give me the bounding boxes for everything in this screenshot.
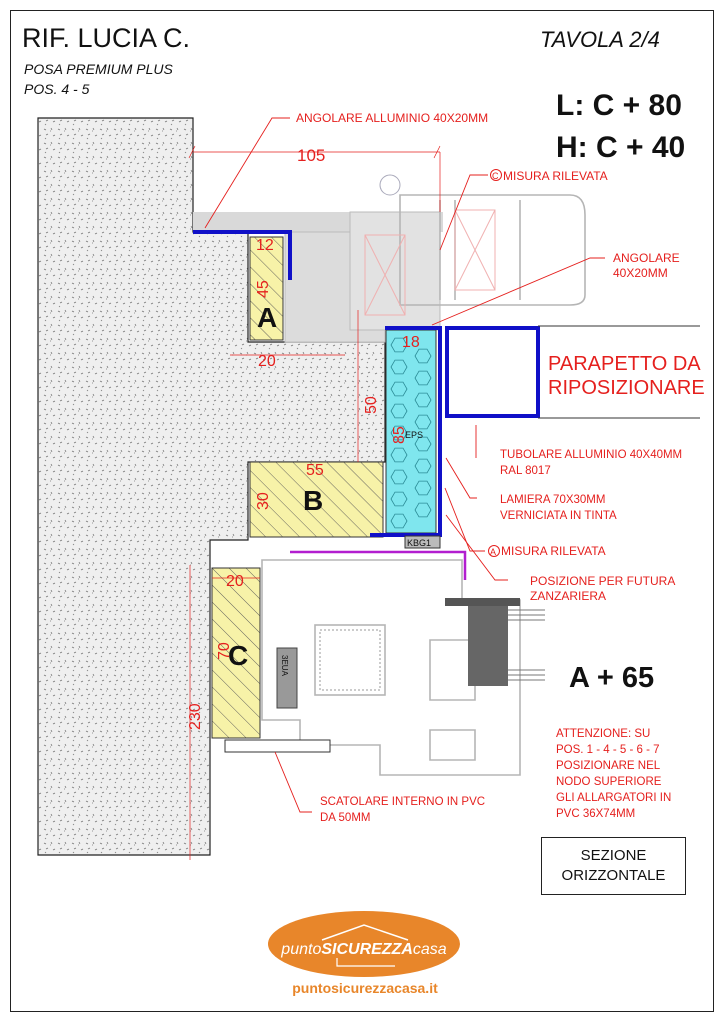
note-line: POSIZIONARE NEL: [556, 760, 661, 772]
eps-hexagon: [414, 414, 432, 430]
label-seal: 3EUA: [280, 655, 289, 677]
label-scatolare-2: DA 50MM: [320, 812, 371, 824]
section-label-box: SEZIONE ORIZZONTALE: [541, 837, 686, 895]
label-tubolare-1: TUBOLARE ALLUMINIO 40X40MM: [500, 449, 682, 461]
eps-hexagon: [390, 469, 408, 485]
eps-hexagon: [390, 425, 408, 441]
eps-hexagon: [414, 480, 432, 496]
block-c: [211, 567, 261, 739]
note-line: GLI ALLARGATORI IN: [556, 792, 671, 804]
aluminium-tube: [445, 326, 540, 418]
dimension-lines: [188, 145, 441, 860]
label-scatolare-1: SCATOLARE INTERNO IN PVC: [320, 796, 485, 808]
eps-hexagon: [390, 447, 408, 463]
dim-20-c: 20: [226, 573, 244, 590]
dim-30: 30: [255, 492, 272, 510]
leader-lines: [204, 117, 605, 813]
eps-insulation: [385, 329, 437, 534]
upper-window-profile: [364, 174, 586, 316]
block-c-label: C: [228, 640, 248, 671]
label-kbg: KBG1: [407, 538, 431, 548]
note-line: NODO SUPERIORE: [556, 776, 662, 788]
dim-85: 85: [391, 426, 408, 444]
label-angolare-1: ANGOLARE: [613, 251, 680, 265]
title: RIF. LUCIA C.: [22, 23, 190, 53]
label-lamiera-2: VERNICIATA IN TINTA: [500, 510, 617, 522]
svg-text:puntoSICUREZZAcasa: puntoSICUREZZAcasa: [280, 941, 447, 958]
dim-230: 230: [187, 703, 204, 730]
eps-hexagon: [390, 337, 408, 353]
eps-hexagon: [414, 458, 432, 474]
aluminium-angle-top: [193, 230, 292, 280]
eps-hexagon: [390, 403, 408, 419]
positions: POS. 4 - 5: [24, 81, 90, 97]
label-parapetto-2: RIPOSIZIONARE: [548, 377, 705, 399]
aluminium-angle-eps: [370, 326, 442, 537]
block-b-label: B: [303, 485, 323, 516]
label-eps: EPS: [405, 430, 423, 440]
formula-l: L: C + 80: [556, 89, 682, 122]
eps-hexagon: [390, 513, 408, 529]
label-parapetto-1: PARAPETTO DA: [548, 353, 701, 375]
dim-45: 45: [255, 280, 272, 298]
eps-hexagon: [414, 436, 432, 452]
subtitle: POSA PREMIUM PLUS: [24, 61, 174, 77]
label-tubolare-2: RAL 8017: [500, 465, 551, 477]
dim-20-a: 20: [258, 353, 276, 370]
symbol-c-circle: [490, 169, 502, 181]
note-line: POS. 1 - 4 - 5 - 6 - 7: [556, 744, 660, 756]
drawing-frame: [10, 10, 714, 1012]
label-misura-a: MISURA RILEVATA: [501, 544, 606, 558]
symbol-a-circle: [488, 545, 500, 557]
dim-70: 70: [216, 642, 233, 660]
logo-text-bold: SICUREZZA: [321, 941, 413, 958]
eps-hexagon: [414, 392, 432, 408]
eps-hexagon: [390, 491, 408, 507]
lower-window-profile: [224, 559, 545, 776]
note-line: PVC 36X74MM: [556, 808, 635, 820]
label-misura-c: MISURA RILEVATA: [503, 169, 608, 183]
eps-hexagon: [414, 502, 432, 518]
brand-logo: puntoSICUREZZAcasa: [268, 911, 460, 977]
section-line-1: SEZIONE: [580, 847, 647, 864]
label-zanzariera-2: ZANZARIERA: [530, 589, 606, 603]
eps-hexagon: [414, 348, 432, 364]
label-angolare-alluminio: ANGOLARE ALLUMINIO 40X20MM: [296, 111, 488, 125]
logo-text-light: punto: [280, 941, 321, 958]
logo-text-end: casa: [413, 941, 447, 958]
attention-note: ATTENZIONE: SU POS. 1 - 4 - 5 - 6 - 7 PO…: [556, 728, 671, 820]
kbg-seal: [404, 535, 441, 549]
eps-hexagon: [390, 359, 408, 375]
eps-hexagon: [390, 381, 408, 397]
note-line: ATTENZIONE: SU: [556, 728, 650, 740]
block-a: [249, 236, 284, 341]
dim-50: 50: [363, 396, 380, 414]
eps-hexagons: [390, 337, 432, 529]
symbol-c: C: [492, 171, 499, 181]
dim-12: 12: [256, 237, 274, 254]
mosquito-net-position: [290, 550, 467, 580]
formula-h: H: C + 40: [556, 131, 685, 164]
dim-18: 18: [402, 334, 420, 351]
section-line-2: ORIZZONTALE: [561, 867, 666, 884]
label-lamiera-1: LAMIERA 70X30MM: [500, 494, 605, 506]
block-b: [249, 461, 384, 538]
symbol-a: A: [490, 547, 496, 557]
formula-a: A + 65: [569, 662, 654, 694]
frame-profile: [349, 211, 441, 331]
eps-hexagon: [414, 370, 432, 386]
logo-url: puntosicurezzacasa.it: [292, 980, 438, 996]
dim-105: 105: [297, 146, 325, 165]
sheet-number: TAVOLA 2/4: [540, 27, 660, 52]
block-a-label: A: [257, 302, 277, 333]
label-zanzariera-1: POSIZIONE PER FUTURA: [530, 574, 675, 588]
label-angolare-2: 40X20MM: [613, 266, 668, 280]
dim-55: 55: [306, 462, 324, 479]
